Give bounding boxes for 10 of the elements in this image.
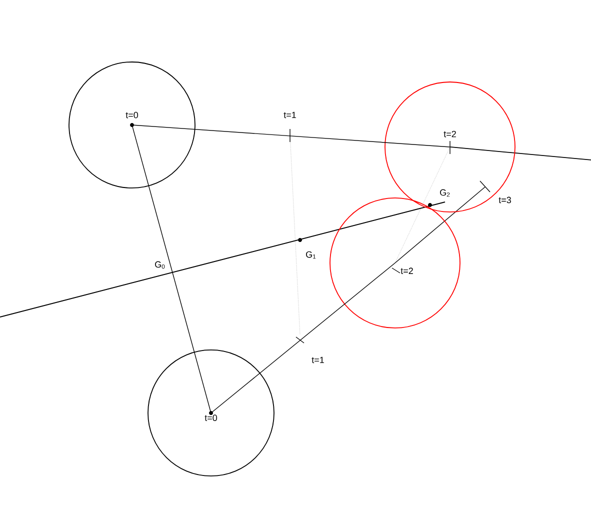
label: G$_{0}$	[155, 261, 165, 269]
label: G$_{2}$	[440, 189, 450, 197]
label: G$_{1}$	[306, 251, 316, 259]
line	[394, 146, 450, 264]
label: t=1	[284, 112, 296, 118]
line	[132, 124, 212, 414]
line	[210, 262, 396, 414]
label: t=1	[312, 356, 324, 364]
line	[132, 124, 450, 148]
label: t=3	[498, 196, 511, 204]
